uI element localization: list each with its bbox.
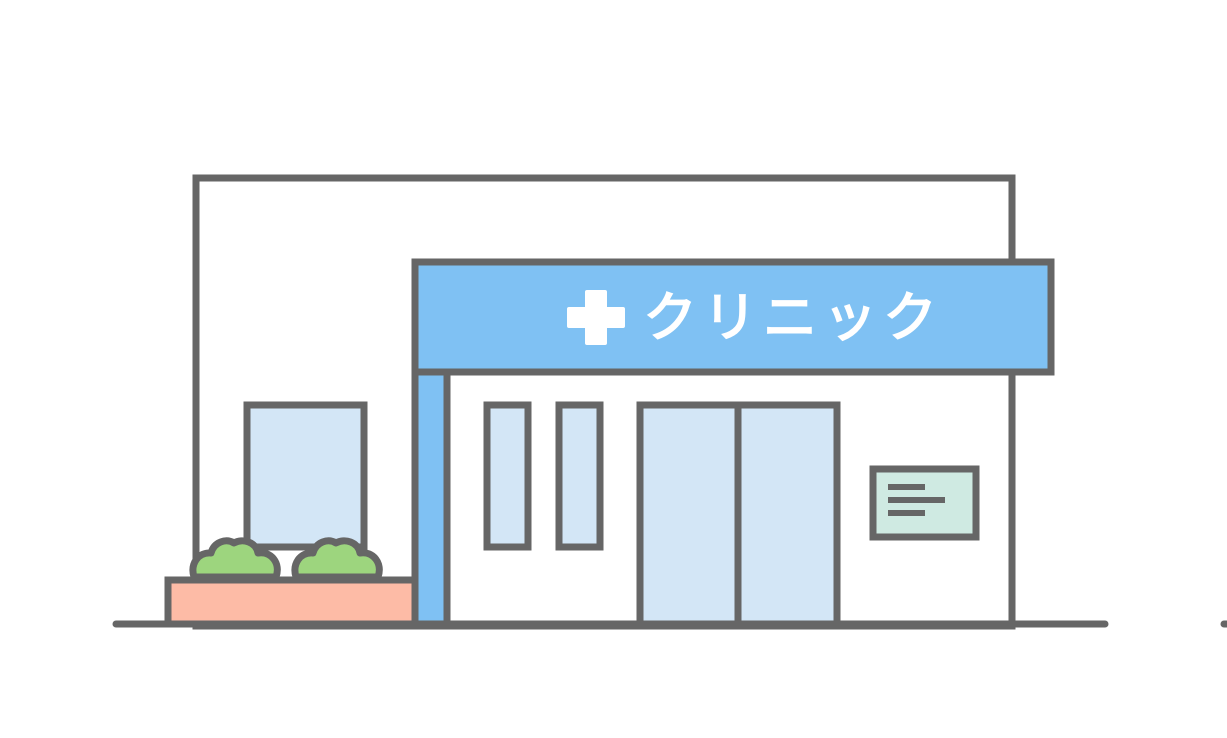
clinic-sign bbox=[411, 258, 1055, 376]
wall-plaque bbox=[869, 465, 980, 541]
door-right bbox=[734, 401, 841, 628]
narrow-window-2 bbox=[555, 401, 604, 551]
shrub-right bbox=[291, 537, 383, 581]
medical-cross-icon bbox=[567, 290, 625, 345]
planter-box bbox=[164, 576, 419, 628]
door-left bbox=[636, 401, 742, 628]
plaque-line-3 bbox=[888, 510, 925, 516]
plaque-line-2 bbox=[888, 497, 945, 503]
shrub-left bbox=[189, 537, 281, 581]
narrow-window-1 bbox=[483, 401, 532, 551]
blue-pillar bbox=[411, 368, 451, 630]
plaque-line-1 bbox=[888, 484, 925, 490]
entrance-doors bbox=[636, 401, 841, 628]
sign-label: クリニック bbox=[643, 286, 943, 349]
side-window bbox=[243, 401, 368, 551]
